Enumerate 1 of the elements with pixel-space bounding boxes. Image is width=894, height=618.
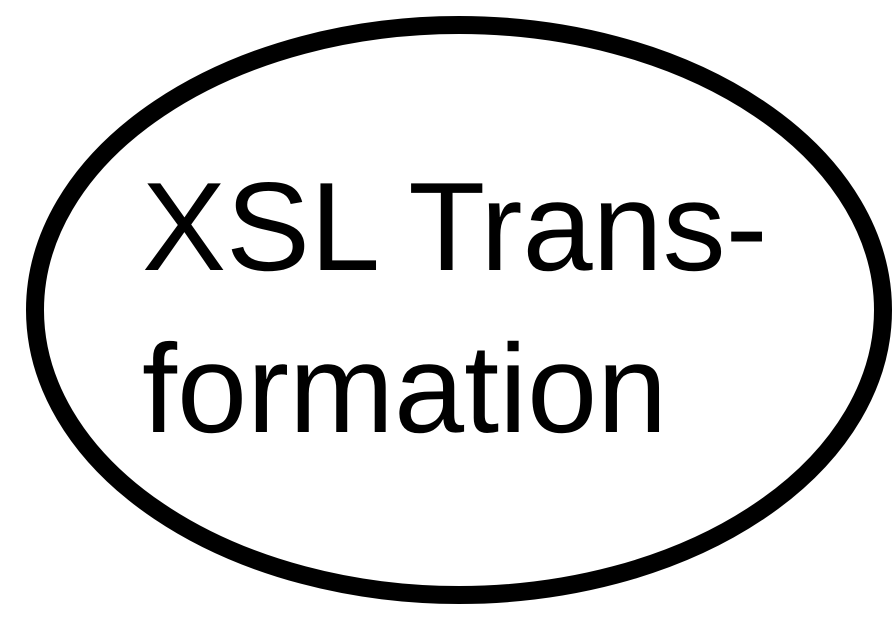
node-label: XSL Trans- formation <box>142 155 769 461</box>
